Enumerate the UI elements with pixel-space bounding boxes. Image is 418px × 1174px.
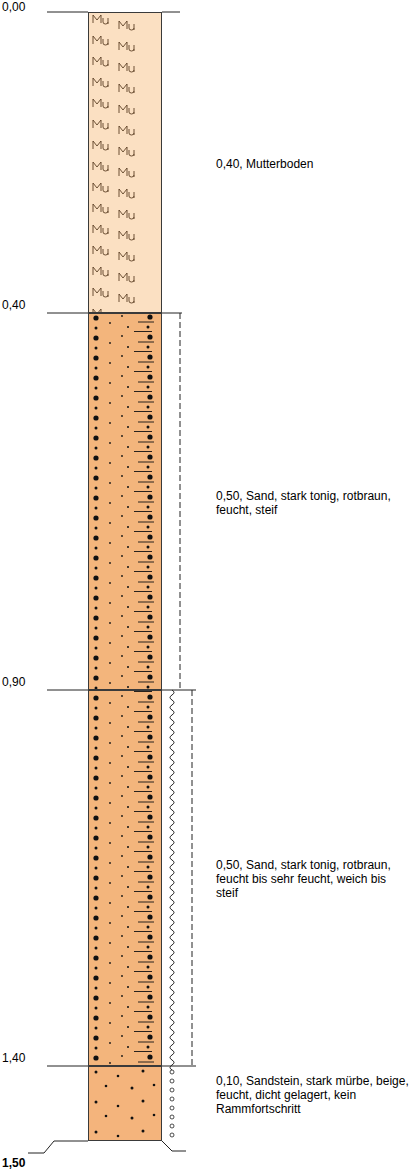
sandstone-layer: 0,10, Sandstein, stark mürbe, beige, feu…	[88, 1066, 162, 1141]
layer-description: 0,50, Sand, stark tonig, rotbraun, feuch…	[216, 858, 411, 900]
layer-description: 0,50, Sand, stark tonig, rotbraun, feuch…	[216, 489, 411, 517]
soil-hatch	[89, 13, 161, 312]
layer-description: 0,10, Sandstein, stark mürbe, beige, feu…	[216, 1074, 411, 1116]
depth-label: 0,00	[2, 0, 25, 14]
depth-label: 0,40	[2, 298, 25, 312]
depth-label: 1,50	[2, 1156, 25, 1170]
sand-layer: 0,50, Sand, stark tonig, rotbraun, feuch…	[88, 313, 162, 690]
soil-hatch	[89, 1067, 161, 1140]
depth-label: 0,90	[2, 675, 25, 689]
sand-layer: 0,50, Sand, stark tonig, rotbraun, feuch…	[88, 690, 162, 1066]
topsoil-layer: 0,40, Mutterboden	[88, 12, 162, 313]
layer-description: 0,40, Mutterboden	[216, 157, 411, 171]
soil-hatch	[89, 691, 161, 1065]
depth-label: 1,40	[2, 1051, 25, 1065]
soil-hatch	[89, 314, 161, 689]
